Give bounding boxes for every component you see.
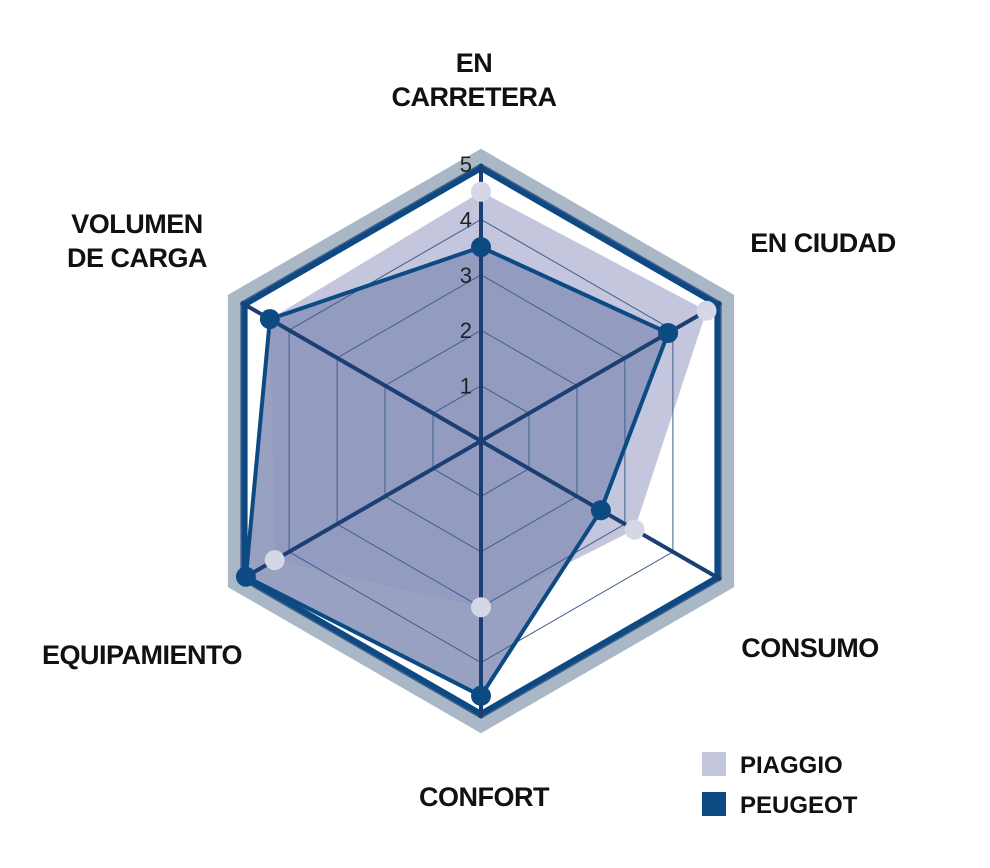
tick-label-2: 2 xyxy=(460,318,472,343)
axis-label-line: CONSUMO xyxy=(741,633,879,663)
data-points xyxy=(235,181,717,706)
tick-label-1: 1 xyxy=(460,374,472,399)
point-piaggio-1 xyxy=(471,181,491,202)
tick-label-3: 3 xyxy=(460,263,472,288)
legend-label-peugeot: PEUGEOT xyxy=(740,792,858,819)
point-peugeot-6 xyxy=(259,309,280,330)
legend-swatch-peugeot xyxy=(702,792,726,816)
tick-label-5: 5 xyxy=(460,152,472,177)
axis-label-line: CARRETERA xyxy=(391,82,556,112)
axis-spoke-6 xyxy=(240,300,482,443)
legend: PIAGGIO PEUGEOT xyxy=(702,752,858,819)
legend-label-piaggio: PIAGGIO xyxy=(740,752,843,779)
point-peugeot-2 xyxy=(658,323,679,343)
point-peugeot-1 xyxy=(471,237,491,258)
axis-label-line: EN xyxy=(456,48,493,78)
axis-label-1: EN CARRETERA xyxy=(391,48,556,112)
tick-label-4: 4 xyxy=(460,207,472,232)
point-peugeot-5 xyxy=(235,566,256,587)
axis-label-3: CONSUMO xyxy=(741,633,879,663)
axis-label-line: CONFORT xyxy=(419,782,550,812)
point-peugeot-3 xyxy=(590,500,611,521)
axis-label-line: EQUIPAMIENTO xyxy=(42,640,242,670)
axis-spoke-2 xyxy=(480,300,722,443)
axis-label-line: VOLUMEN xyxy=(71,209,203,239)
axis-label-5: EQUIPAMIENTO xyxy=(42,640,242,670)
axis-label-6: VOLUMEN DE CARGA xyxy=(67,209,207,273)
axis-label-line: DE CARGA xyxy=(67,243,207,273)
axis-label-line: EN CIUDAD xyxy=(750,228,896,258)
point-piaggio-5 xyxy=(264,550,285,571)
tick-labels: 1 2 3 4 5 xyxy=(460,152,472,399)
legend-swatch-piaggio xyxy=(702,752,726,776)
axis-labels: EN CARRETERA EN CIUDAD CONSUMO CONFORT EQUIPA… xyxy=(42,48,896,812)
point-piaggio-2 xyxy=(696,300,717,321)
point-piaggio-4 xyxy=(471,597,491,618)
point-piaggio-3 xyxy=(624,519,645,540)
axis-label-4: CONFORT xyxy=(419,782,550,812)
axis-label-2: EN CIUDAD xyxy=(750,228,896,258)
series-area-peugeot xyxy=(245,247,669,696)
point-peugeot-4 xyxy=(471,685,491,706)
